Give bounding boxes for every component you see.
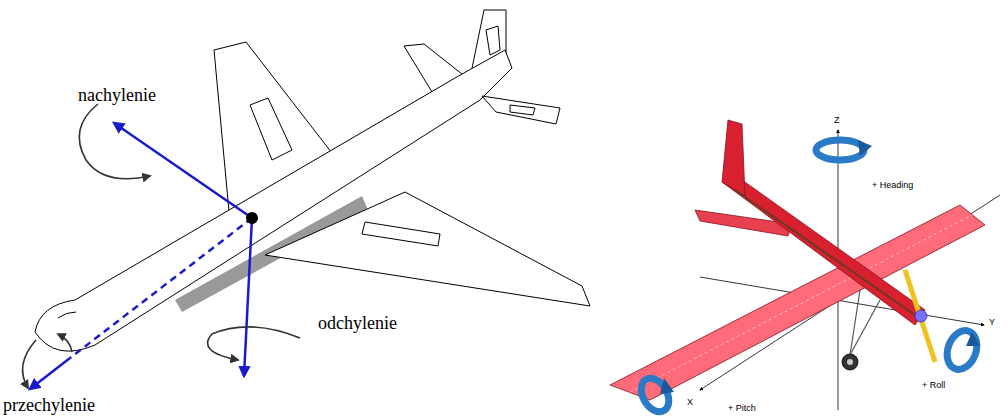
rotation-ribbon bbox=[636, 373, 675, 416]
model-plane bbox=[842, 354, 858, 370]
model-plane bbox=[847, 359, 853, 365]
axis-arrow bbox=[70, 218, 252, 358]
center-dot bbox=[246, 212, 258, 224]
model-plane bbox=[722, 175, 925, 325]
airliner-drawing bbox=[58, 312, 76, 318]
airliner-drawing bbox=[510, 105, 535, 115]
rotation-label: + Roll bbox=[922, 381, 945, 390]
model-plane bbox=[905, 270, 935, 362]
axis-arrow bbox=[30, 358, 70, 389]
axis-letter: X bbox=[687, 398, 693, 407]
model-plane bbox=[610, 120, 985, 400]
model-plane bbox=[735, 190, 915, 315]
model-plane bbox=[630, 215, 972, 392]
rotation-arrow bbox=[58, 334, 72, 352]
rotation-arrow bbox=[208, 327, 300, 360]
airliner-drawing bbox=[265, 192, 590, 306]
ribbon-arrowhead bbox=[966, 332, 980, 346]
airliner-drawing bbox=[35, 50, 512, 351]
airliner-drawing bbox=[486, 26, 500, 55]
axis-name: przechylenie bbox=[3, 396, 95, 414]
rotation-arrow bbox=[23, 104, 300, 388]
ribbon-arrowhead bbox=[660, 140, 980, 394]
ribbon-arrowhead bbox=[858, 140, 872, 156]
coordinate-axis bbox=[700, 130, 1000, 410]
axis-arrow bbox=[30, 123, 252, 389]
rotation-arrow bbox=[23, 340, 36, 388]
rotation-ribbon bbox=[636, 140, 982, 417]
axis-name: nachylenie bbox=[78, 86, 156, 104]
model-plane bbox=[722, 120, 745, 196]
model-plane bbox=[850, 300, 880, 355]
airliner-drawing bbox=[250, 98, 292, 160]
axis-name: odchylenie bbox=[318, 314, 397, 332]
rotation-ribbon bbox=[942, 326, 982, 373]
rotation-label: + Pitch bbox=[728, 404, 756, 413]
rotation-arrow bbox=[79, 104, 150, 179]
axis-letter: Z bbox=[834, 116, 840, 125]
airliner-drawing bbox=[362, 222, 440, 246]
axis-letter: Y bbox=[989, 318, 995, 327]
rotation-label: + Heading bbox=[872, 181, 913, 190]
model-plane bbox=[915, 310, 927, 322]
rotation-ribbon bbox=[816, 140, 864, 160]
airliner-drawing bbox=[482, 96, 560, 124]
ribbon-arrowhead bbox=[660, 378, 674, 394]
airliner-drawing bbox=[35, 10, 590, 351]
axis-arrow bbox=[244, 218, 252, 376]
axis-arrow bbox=[114, 123, 252, 218]
